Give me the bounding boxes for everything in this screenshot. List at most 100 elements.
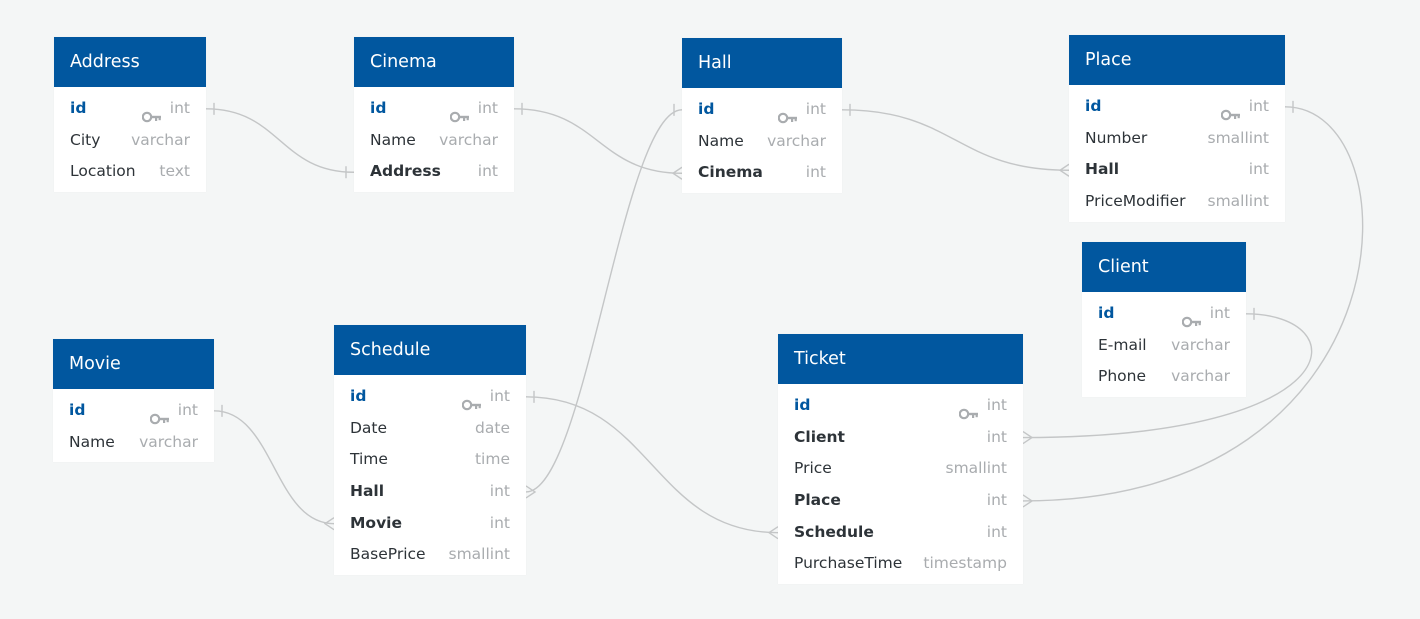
field-type-label: int — [477, 162, 498, 181]
table-header-schedule[interactable]: Schedule — [334, 325, 526, 375]
table-header-hall[interactable]: Hall — [682, 38, 842, 88]
field-name: Address — [370, 162, 441, 181]
field-type: date — [475, 413, 510, 445]
relation-line — [513, 108, 683, 174]
field-name: Price — [794, 459, 832, 478]
field-type: varchar — [1171, 330, 1230, 362]
field-type-label: int — [986, 396, 1007, 414]
field-type-label: int — [489, 482, 510, 501]
field-type: smallint — [946, 453, 1008, 485]
key-icon — [449, 103, 470, 123]
table-header-ticket[interactable]: Ticket — [778, 334, 1023, 384]
relation-many-marker — [767, 526, 779, 540]
field-type-label: int — [986, 491, 1007, 510]
field-type: smallint — [449, 539, 511, 571]
field-type: int — [987, 517, 1007, 549]
field-ticket-price[interactable]: Price smallint — [778, 453, 1023, 485]
field-type-label: int — [169, 99, 190, 117]
field-name: Time — [350, 450, 388, 469]
field-type-label: varchar — [131, 130, 190, 149]
table-header-movie[interactable]: Movie — [53, 339, 214, 389]
field-name: id — [698, 100, 715, 118]
field-type: varchar — [439, 125, 498, 157]
field-name: id — [370, 99, 387, 117]
field-type: int — [958, 390, 1007, 422]
field-cinema-address[interactable]: Address int — [354, 156, 514, 188]
field-name: Schedule — [794, 522, 874, 541]
field-type-label: int — [986, 522, 1007, 541]
field-name: Location — [70, 162, 136, 181]
field-ticket-schedule[interactable]: Schedule int — [778, 517, 1023, 549]
table-header-address[interactable]: Address — [54, 37, 206, 87]
table-header-place[interactable]: Place — [1069, 35, 1285, 85]
relation-many-marker — [1022, 430, 1034, 445]
field-type: int — [1181, 298, 1230, 330]
key-icon — [149, 405, 170, 425]
key-icon — [1181, 308, 1202, 328]
relation-line — [213, 410, 335, 525]
relation-line — [525, 109, 683, 493]
table-header-client[interactable]: Client — [1082, 242, 1246, 292]
field-type: varchar — [1171, 361, 1230, 393]
field-type: timestamp — [923, 548, 1007, 580]
field-name: Name — [69, 432, 115, 451]
field-type-label: smallint — [448, 545, 511, 564]
field-type-label: timestamp — [923, 554, 1007, 573]
field-type-label: int — [489, 513, 510, 532]
field-type: int — [1249, 154, 1269, 186]
field-type-label: smallint — [1207, 192, 1270, 211]
field-hall-id[interactable]: id int — [682, 94, 842, 126]
relation-many-marker — [671, 166, 683, 180]
field-type: int — [490, 476, 510, 508]
field-type: int — [777, 94, 826, 126]
field-type-label: smallint — [1207, 128, 1270, 147]
field-schedule-date[interactable]: Date date — [334, 413, 526, 445]
field-name: Date — [350, 418, 388, 437]
field-type: int — [461, 381, 510, 413]
field-type-label: int — [1209, 304, 1230, 322]
relation-many-marker — [525, 485, 537, 499]
table-header-cinema[interactable]: Cinema — [354, 37, 514, 87]
field-type-label: varchar — [1171, 335, 1230, 354]
relation-line — [1022, 313, 1313, 439]
field-name: Client — [794, 427, 845, 446]
